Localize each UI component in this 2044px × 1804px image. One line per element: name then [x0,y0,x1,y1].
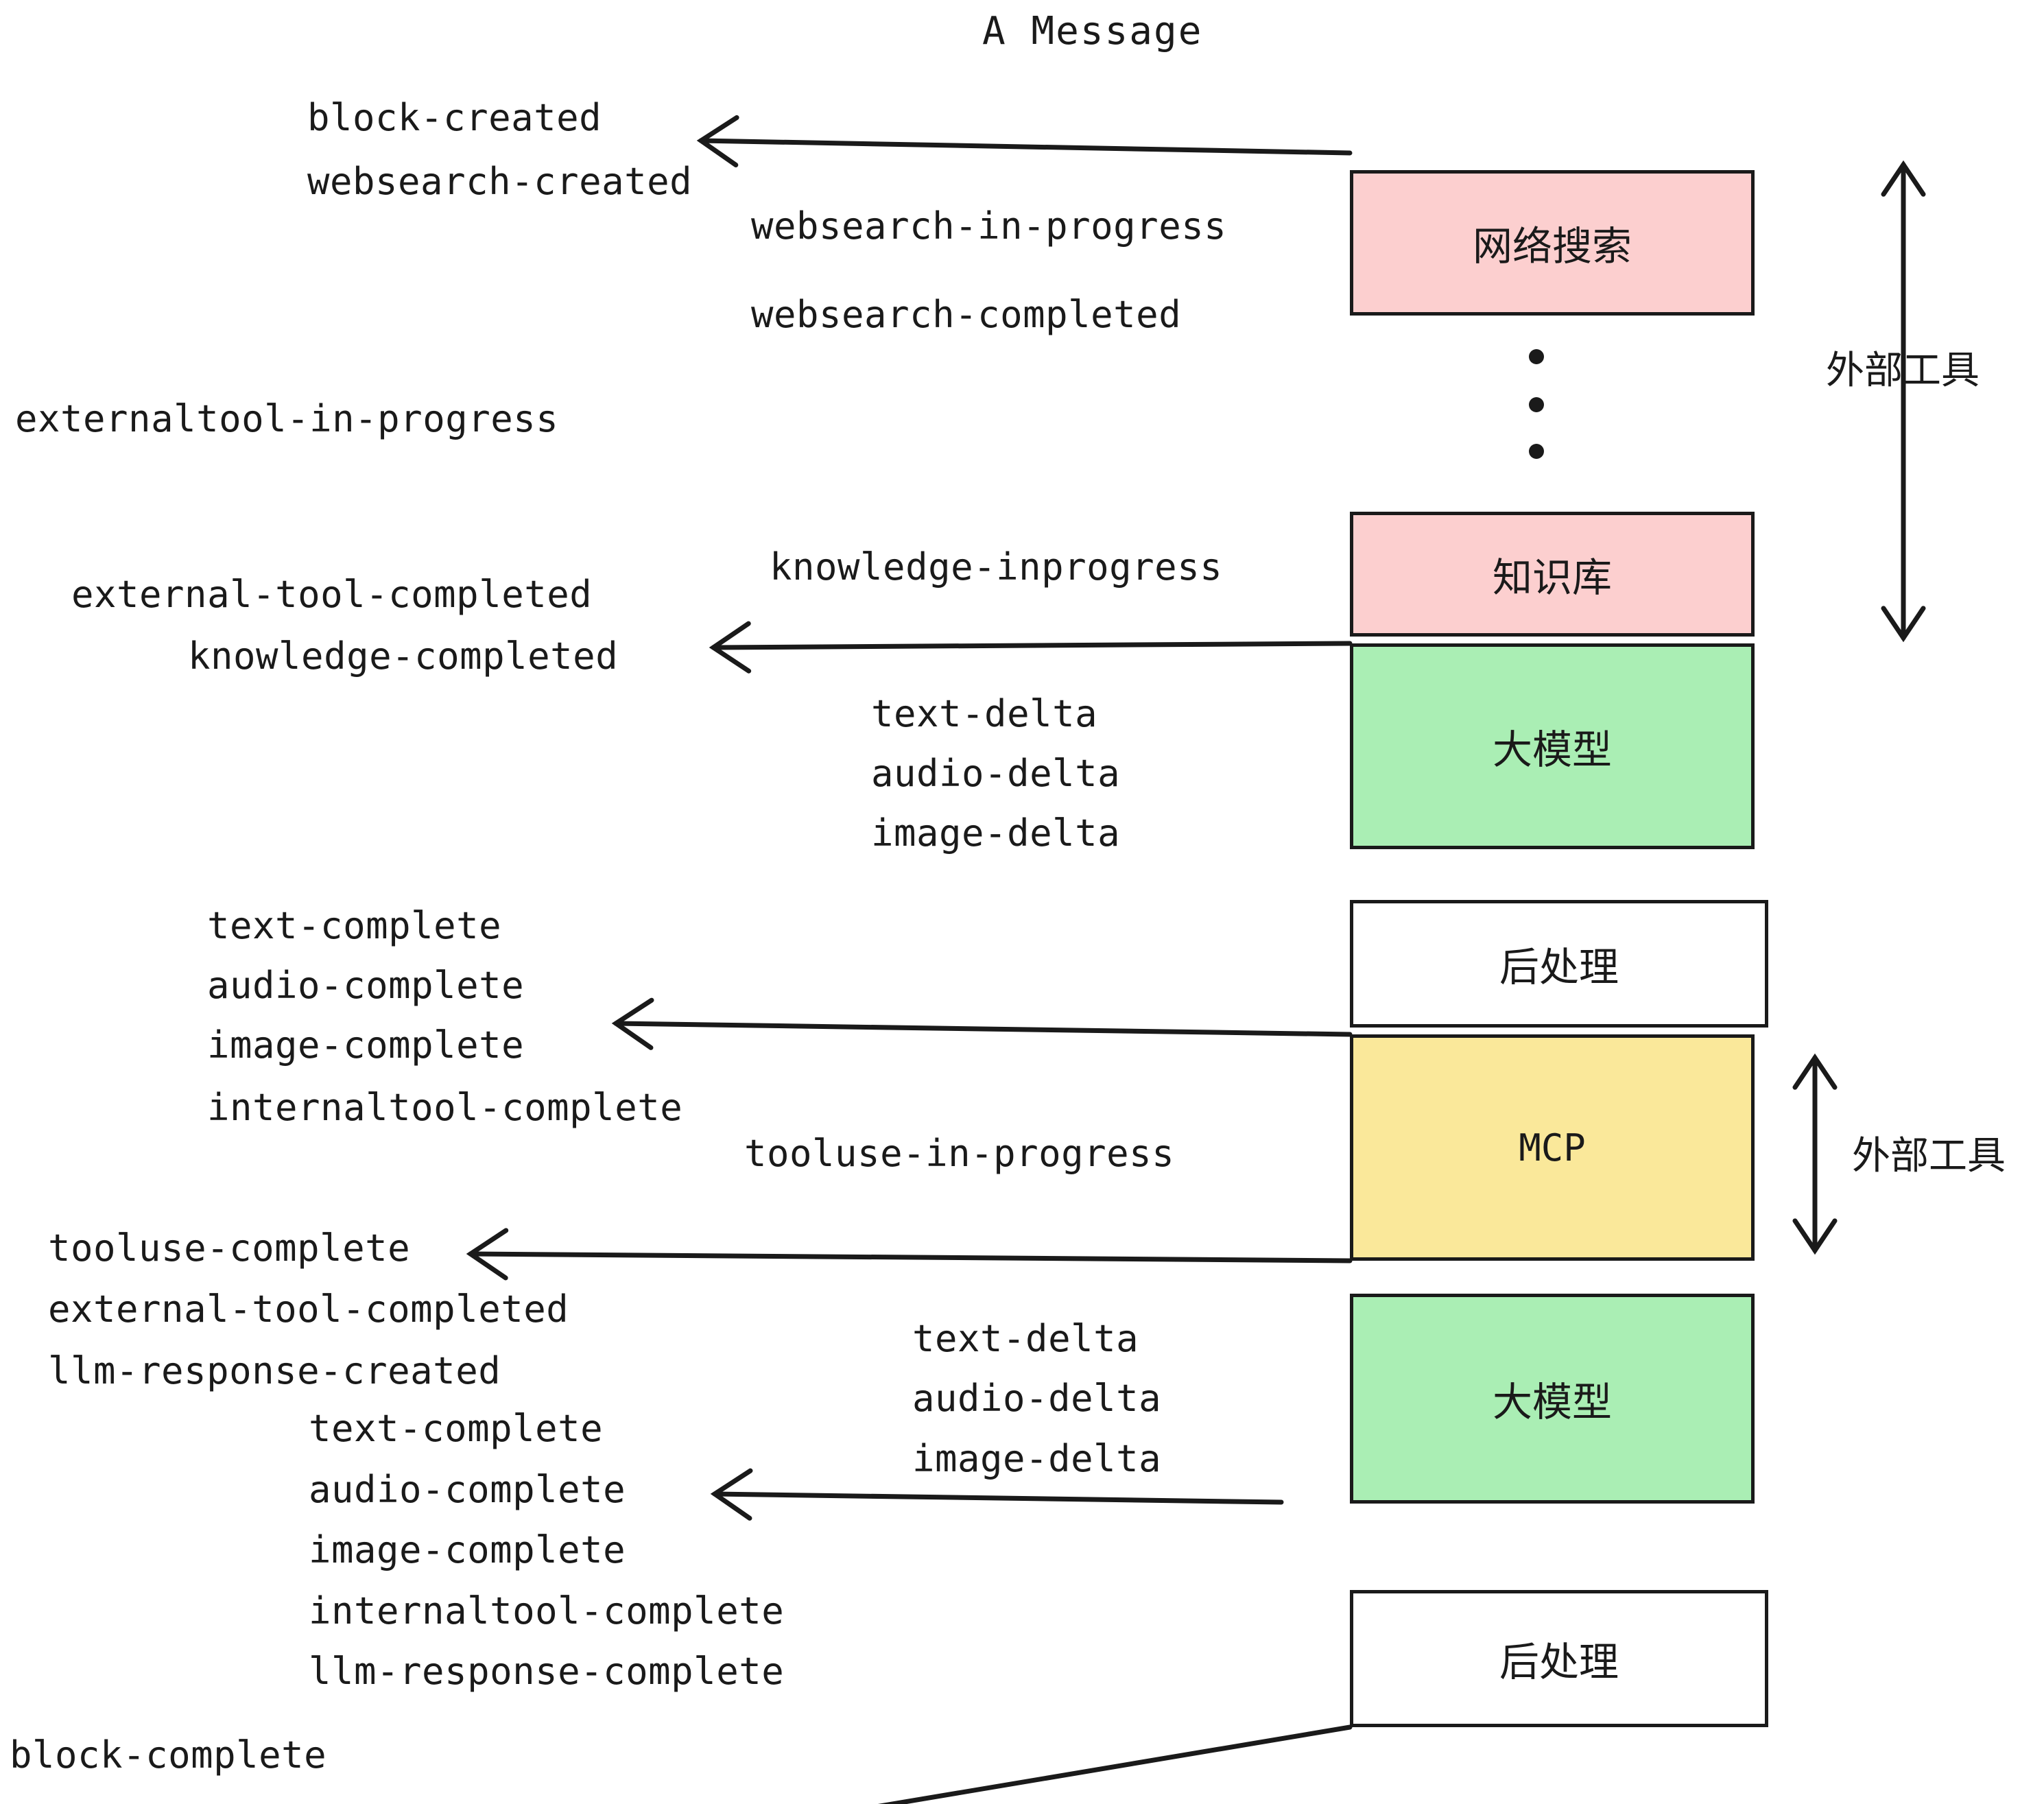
node-websearch[interactable]: 网络搜索 [1350,170,1755,316]
arrow-block-created [696,115,1353,168]
event-label: external-tool-completed [48,1287,569,1331]
event-label: text-delta [871,692,1098,735]
node-postprocess-top[interactable]: 后处理 [1350,900,1768,1028]
event-label: block-complete [10,1733,327,1777]
event-label: block-created [307,96,602,139]
arrow-block-complete [877,1724,1353,1804]
external-tools-label-top: 外部工具 [1826,348,1980,393]
event-label: text-delta [912,1317,1139,1360]
event-label: knowledge-completed [188,634,619,678]
ellipsis-dot [1529,444,1544,459]
event-label: image-delta [912,1437,1162,1480]
arrow-tooluse-complete [466,1228,1353,1281]
event-label: tooluse-in-progress [744,1132,1175,1175]
event-label: websearch-created [307,160,693,203]
event-label: text-complete [207,904,502,947]
external-tools-label-bottom: 外部工具 [1852,1134,2006,1178]
node-knowledge-base[interactable]: 知识库 [1350,512,1755,637]
event-label: audio-delta [912,1377,1162,1420]
event-label: image-complete [309,1528,626,1571]
node-mcp[interactable]: MCP [1350,1034,1755,1261]
event-label: audio-complete [207,964,525,1007]
event-label: llm-response-created [48,1349,501,1392]
event-label: tooluse-complete [48,1226,411,1270]
arrow-knowledge-completed [709,621,1353,674]
event-label: audio-delta [871,752,1121,795]
event-label: knowledge-inprogress [770,545,1223,589]
page-title: A Message [982,9,1203,54]
event-label: image-delta [871,811,1121,855]
event-label: websearch-in-progress [751,204,1227,248]
event-label: audio-complete [309,1468,626,1511]
ellipsis-dot [1529,349,1544,364]
event-label: internaltool-complete [207,1086,683,1129]
event-label: externaltool-in-progress [15,397,559,440]
event-label: external-tool-completed [71,573,593,616]
arrow-image-complete [611,997,1353,1050]
node-llm-top[interactable]: 大模型 [1350,643,1755,849]
event-label: image-complete [207,1023,525,1067]
event-label: text-complete [309,1407,604,1450]
node-postprocess-bottom[interactable]: 后处理 [1350,1590,1768,1727]
ellipsis-dot [1529,397,1544,412]
external-tools-bracket-bottom [1792,1053,1838,1255]
external-tools-bracket-top [1881,160,1926,643]
event-label: llm-response-complete [309,1650,785,1693]
event-label: websearch-completed [751,293,1182,336]
node-llm-bottom[interactable]: 大模型 [1350,1294,1755,1504]
event-label: internaltool-complete [309,1589,785,1633]
